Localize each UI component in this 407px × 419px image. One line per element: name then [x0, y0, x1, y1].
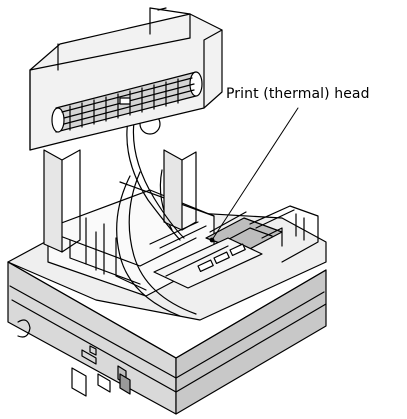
- platen-roller-icon: [51, 71, 203, 133]
- power-switch-icon: [119, 373, 131, 395]
- callout-leader-line: [211, 107, 299, 241]
- cover-hinge-arms: [43, 104, 197, 253]
- control-panel-icon: [153, 237, 263, 289]
- print-head-callout-label: Print (thermal) head: [226, 86, 370, 102]
